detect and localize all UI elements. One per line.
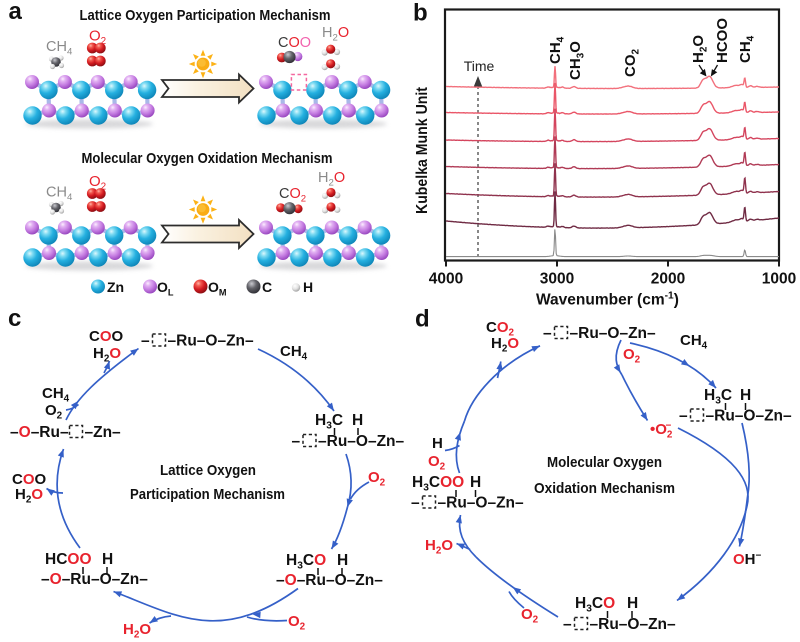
svg-text:–Ru–O–Zn–: –Ru–O–Zn–: [706, 408, 793, 425]
svg-text:•O2−: •O2−: [650, 420, 673, 440]
svg-text:H: H: [303, 279, 313, 295]
svg-text:–Ru–O–Zn–: –Ru–O–Zn–: [318, 433, 405, 450]
svg-text:H: H: [102, 551, 113, 568]
svg-text:Wavenumber (cm-1): Wavenumber (cm-1): [536, 291, 679, 309]
svg-text:Molecular Oxygen Oxidation Mec: Molecular Oxygen Oxidation Mechanism: [82, 150, 333, 167]
svg-text:H: H: [740, 387, 751, 404]
svg-text:2000: 2000: [651, 271, 685, 288]
svg-text:Molecular Oxygen: Molecular Oxygen: [547, 454, 662, 471]
svg-text:O2: O2: [288, 613, 306, 633]
svg-text:–Ru–O–Zn–: –Ru–O–Zn–: [438, 495, 525, 512]
svg-text:–Zn–: –Zn–: [85, 424, 122, 441]
svg-text:COO: COO: [12, 471, 47, 488]
svg-text:O2: O2: [89, 173, 106, 193]
svg-text:H2O: H2O: [15, 486, 43, 506]
svg-text:O2: O2: [521, 606, 539, 626]
svg-text:H2O: H2O: [322, 25, 349, 43]
svg-text:–O–Ru–: –O–Ru–: [10, 424, 69, 441]
svg-text:CH4: CH4: [280, 343, 308, 363]
svg-text:–: –: [141, 333, 150, 350]
svg-text:CH4: CH4: [46, 185, 73, 203]
svg-text:d: d: [415, 306, 430, 333]
svg-text:H3C: H3C: [704, 387, 732, 407]
svg-text:–Ru–O–Zn–: –Ru–O–Zn–: [168, 333, 255, 350]
svg-text:4000: 4000: [429, 271, 463, 288]
svg-text:–: –: [411, 495, 420, 512]
svg-text:H3COO: H3COO: [412, 474, 464, 494]
svg-text:H2O: H2O: [425, 537, 453, 557]
svg-text:Time: Time: [464, 58, 495, 74]
svg-text:Lattice Oxygen: Lattice Oxygen: [160, 462, 256, 479]
svg-text:Zn: Zn: [107, 279, 124, 295]
svg-text:H2O: H2O: [93, 345, 121, 365]
svg-text:HCOO: HCOO: [45, 551, 92, 568]
svg-text:–O–Ru–O–Zn–: –O–Ru–O–Zn–: [276, 572, 383, 589]
svg-text:CH4: CH4: [680, 332, 708, 352]
svg-text:CH3O: CH3O: [567, 41, 587, 80]
svg-text:H3CO: H3CO: [286, 552, 326, 572]
svg-text:O2: O2: [45, 402, 63, 422]
svg-text:a: a: [9, 0, 23, 25]
svg-text:OL: OL: [157, 279, 174, 297]
svg-text:CO2: CO2: [279, 186, 306, 204]
svg-text:H2O: H2O: [491, 335, 519, 355]
svg-text:–: –: [292, 433, 301, 450]
svg-text:O2: O2: [623, 346, 641, 366]
svg-text:H2O: H2O: [318, 170, 345, 188]
svg-text:CH4: CH4: [46, 39, 73, 57]
svg-text:CH4: CH4: [547, 36, 567, 64]
svg-text:H3C: H3C: [315, 412, 343, 432]
svg-text:1000: 1000: [762, 271, 796, 288]
svg-text:H: H: [470, 474, 481, 491]
svg-text:–Ru–O–Zn–: –Ru–O–Zn–: [570, 325, 657, 342]
svg-text:CO2: CO2: [622, 49, 642, 78]
svg-text:Lattice Oxygen Participation M: Lattice Oxygen Participation Mechanism: [80, 7, 331, 24]
svg-text:O2: O2: [368, 469, 386, 489]
svg-text:–: –: [679, 408, 688, 425]
svg-text:CO2: CO2: [486, 319, 515, 339]
svg-text:c: c: [8, 305, 21, 332]
svg-text:Kubelka Munk Unit: Kubelka Munk Unit: [414, 87, 431, 214]
svg-text:H: H: [337, 552, 348, 569]
svg-text:H: H: [432, 435, 443, 452]
svg-text:CH4: CH4: [42, 385, 70, 405]
svg-text:HCOO: HCOO: [714, 18, 731, 63]
svg-text:COO: COO: [89, 328, 124, 345]
svg-text:–Ru–O–Zn–: –Ru–O–Zn–: [590, 616, 677, 633]
svg-text:H3CO: H3CO: [575, 595, 615, 615]
svg-text:b: b: [413, 0, 428, 27]
svg-text:Participation Mechanism: Participation Mechanism: [130, 486, 285, 503]
svg-text:H: H: [627, 595, 638, 612]
svg-text:COO: COO: [278, 35, 311, 51]
svg-text:O2: O2: [89, 28, 106, 48]
svg-text:OM: OM: [208, 279, 227, 297]
svg-text:O2: O2: [428, 453, 446, 473]
svg-text:3000: 3000: [540, 271, 574, 288]
svg-text:OH−: OH−: [733, 550, 762, 568]
svg-text:H2O: H2O: [690, 35, 710, 63]
svg-text:C: C: [262, 279, 272, 295]
svg-text:Oxidation Mechanism: Oxidation Mechanism: [534, 480, 675, 497]
svg-text:H2O: H2O: [123, 621, 151, 641]
svg-text:–O–Ru–O–Zn–: –O–Ru–O–Zn–: [41, 571, 148, 588]
svg-text:–: –: [543, 325, 552, 342]
svg-text:H: H: [352, 412, 363, 429]
svg-text:–: –: [563, 616, 572, 633]
svg-text:CH4: CH4: [737, 35, 757, 63]
